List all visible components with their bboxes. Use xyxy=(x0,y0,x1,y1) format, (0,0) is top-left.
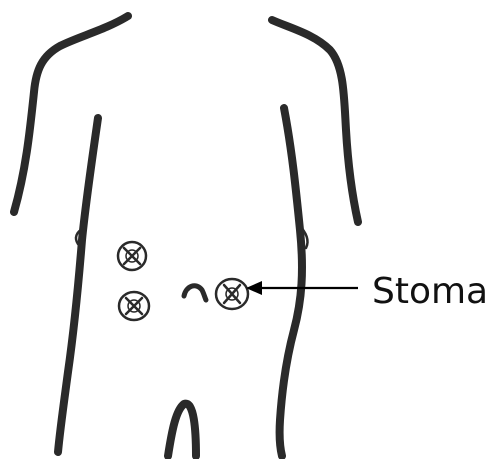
left-torso-outline xyxy=(58,118,98,452)
stoma-site-marker xyxy=(216,279,248,309)
port-marker-upper-left xyxy=(118,242,146,270)
inner-leg-outline xyxy=(168,404,196,456)
left-shoulder-outline xyxy=(14,16,128,212)
stoma-label: Stoma xyxy=(372,274,488,310)
navel xyxy=(184,286,206,300)
port-marker-lower-left xyxy=(119,292,149,320)
right-torso-outline xyxy=(280,108,302,456)
